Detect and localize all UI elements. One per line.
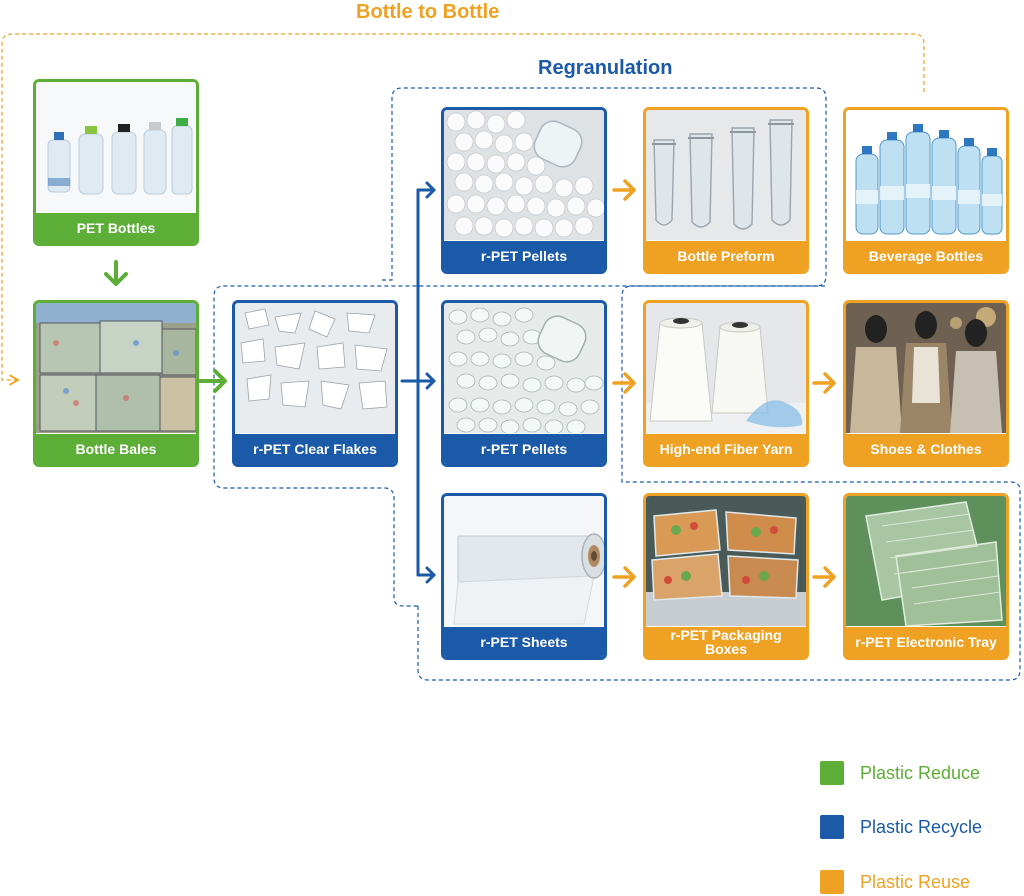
bottle-to-bottle-loop [1,33,925,386]
legend-item-reuse: Plastic Reuse [820,870,970,894]
electronic-tray-label: r-PET Electronic Tray [846,627,1006,657]
pet-bottles-image [36,82,196,212]
pellets-clear-image [444,303,604,433]
clear-flakes-label: r-PET Clear Flakes [235,434,395,464]
legend-label-reuse: Plastic Reuse [860,871,971,892]
arrow-pellets-to-preform [612,179,636,201]
pet-bottles-label: PET Bottles [36,213,196,243]
regranulation-title: Regranulation [538,57,673,79]
arrow-sheets-to-boxes [612,566,636,588]
legend-label-reduce: Plastic Reduce [860,762,981,783]
legend-item-reduce: Plastic Reduce [820,761,980,785]
node-sheets: r-PET Sheets [441,493,607,660]
electronic-tray-image [846,496,1006,626]
bottle-preform-label: Bottle Preform [646,241,806,271]
arrow-yarn-to-clothes [812,372,836,394]
reuse-bottom-group [417,285,1021,681]
legend-swatch-recycle [820,815,844,839]
arrow-bales-to-flakes [198,369,227,393]
sheets-roll-image [444,496,604,626]
pellets-mid-label: r-PET Pellets [444,434,604,464]
regranulation-group [213,87,827,607]
fiber-yarn-image [646,303,806,433]
bottle-preform-image [646,110,806,240]
shoes-clothes-label: Shoes & Clothes [846,434,1006,464]
arrow-flakes-branch [400,181,436,584]
pellets-white-image [444,110,604,240]
node-beverage-bottles: Beverage Bottles [843,107,1009,274]
legend-swatch-reduce [820,761,844,785]
bottle-to-bottle-title: Bottle to Bottle [356,1,500,23]
fiber-yarn-label: High-end Fiber Yarn [646,434,806,464]
packaging-boxes-image [646,496,806,626]
node-packaging-boxes: r-PET Packaging Boxes [643,493,809,660]
bottle-bales-image [36,303,196,433]
arrow-bottles-to-bales [104,260,128,286]
mannequins-image [846,303,1006,433]
node-bottle-preform: Bottle Preform [643,107,809,274]
node-shoes-clothes: Shoes & Clothes [843,300,1009,467]
node-electronic-tray: r-PET Electronic Tray [843,493,1009,660]
arrow-pellets-to-yarn [612,372,636,394]
beverage-bottles-label: Beverage Bottles [846,241,1006,271]
legend-item-recycle: Plastic Recycle [820,815,982,839]
node-clear-flakes: r-PET Clear Flakes [232,300,398,467]
sheets-label: r-PET Sheets [444,627,604,657]
beverage-bottles-image [846,110,1006,240]
node-pellets-top: r-PET Pellets [441,107,607,274]
pellets-top-label: r-PET Pellets [444,241,604,271]
legend-swatch-reuse [820,870,844,894]
bottle-bales-label: Bottle Bales [36,434,196,464]
clear-flakes-image [235,303,395,433]
arrow-boxes-to-tray [812,566,836,588]
packaging-boxes-label: r-PET Packaging Boxes [646,627,806,657]
legend-label-recycle: Plastic Recycle [860,816,983,837]
node-pet-bottles: PET Bottles [33,79,199,246]
node-fiber-yarn: High-end Fiber Yarn [643,300,809,467]
node-pellets-mid: r-PET Pellets [441,300,607,467]
node-bottle-bales: Bottle Bales [33,300,199,467]
